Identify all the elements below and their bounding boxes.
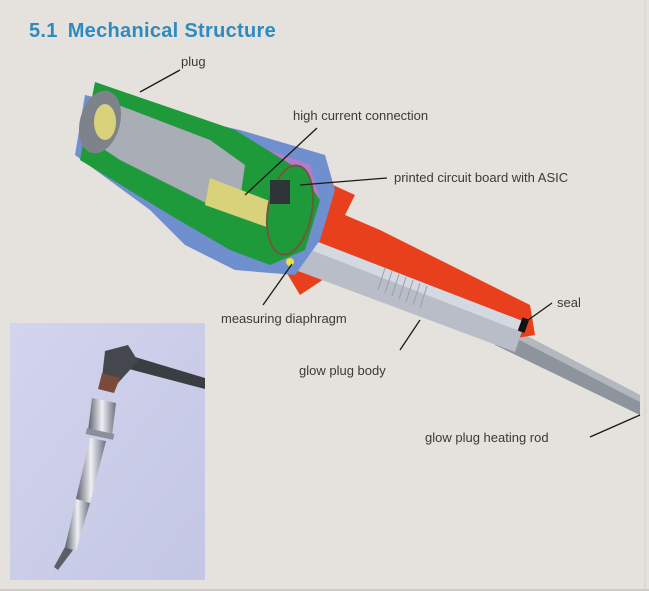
- leader-plug: [139, 69, 181, 93]
- housing-red-shape: [285, 170, 535, 340]
- leader-high-current: [244, 127, 318, 196]
- leader-seal: [523, 302, 553, 324]
- leader-pcb: [299, 177, 388, 186]
- label-heating-rod: glow plug heating rod: [425, 430, 549, 445]
- section-heading: Mechanical Structure: [67, 20, 276, 42]
- leader-heating-rod: [589, 414, 641, 438]
- label-glow-plug-body: glow plug body: [299, 363, 386, 378]
- label-high-current-connection: high current connection: [293, 108, 429, 123]
- section-title: 5.1 Mechanical Structure: [29, 20, 276, 43]
- label-measuring-diaphragm: measuring diaphragm: [221, 311, 347, 326]
- page-right-edge: [644, 0, 646, 591]
- section-number: 5.1: [29, 20, 58, 42]
- page-bottom-edge: [0, 589, 649, 591]
- glow-plug-photo-image: [10, 323, 205, 580]
- label-plug: plug: [181, 54, 206, 69]
- leader-body: [399, 319, 421, 351]
- measuring-diaphragm-shape: [286, 258, 294, 266]
- leader-diaphragm: [262, 263, 293, 306]
- label-seal: seal: [557, 295, 581, 310]
- high-current-connection-shape: [205, 178, 280, 230]
- label-pcb-asic: printed circuit board with ASIC: [394, 170, 569, 185]
- glow-plug-photo: [10, 323, 205, 580]
